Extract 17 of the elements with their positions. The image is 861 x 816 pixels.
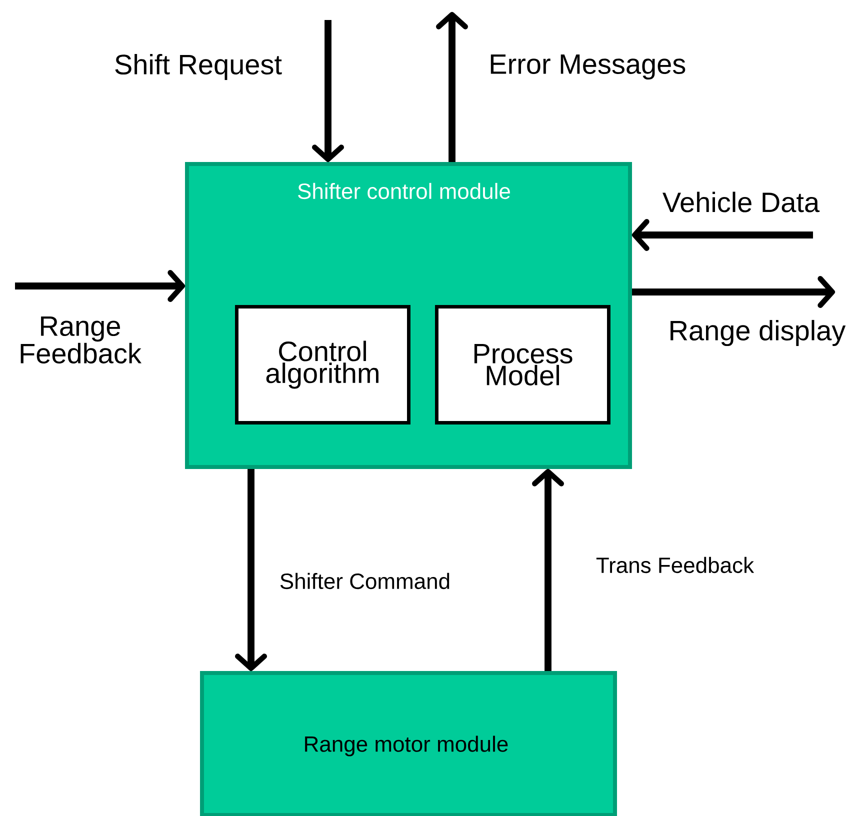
arrow (15, 270, 185, 302)
edge-label: Shift Request (112, 52, 284, 82)
edge-label: Range display (666, 318, 848, 348)
edge-label: Shifter Command (278, 572, 452, 590)
component-box: Control algorithm (235, 305, 410, 424)
arrow (312, 20, 344, 162)
arrow (632, 276, 835, 308)
edge-label: Error Messages (487, 53, 688, 81)
edge-label: Range Feedback (4, 315, 156, 365)
component-box: Process Model (435, 305, 610, 424)
arrow (532, 469, 564, 671)
arrow (235, 469, 267, 671)
arrow (436, 12, 468, 162)
arrow (632, 219, 813, 251)
edge-label: Vehicle Data (661, 190, 821, 214)
edge-label: Trans Feedback (594, 556, 756, 574)
module-box: Range motor module (200, 671, 617, 816)
